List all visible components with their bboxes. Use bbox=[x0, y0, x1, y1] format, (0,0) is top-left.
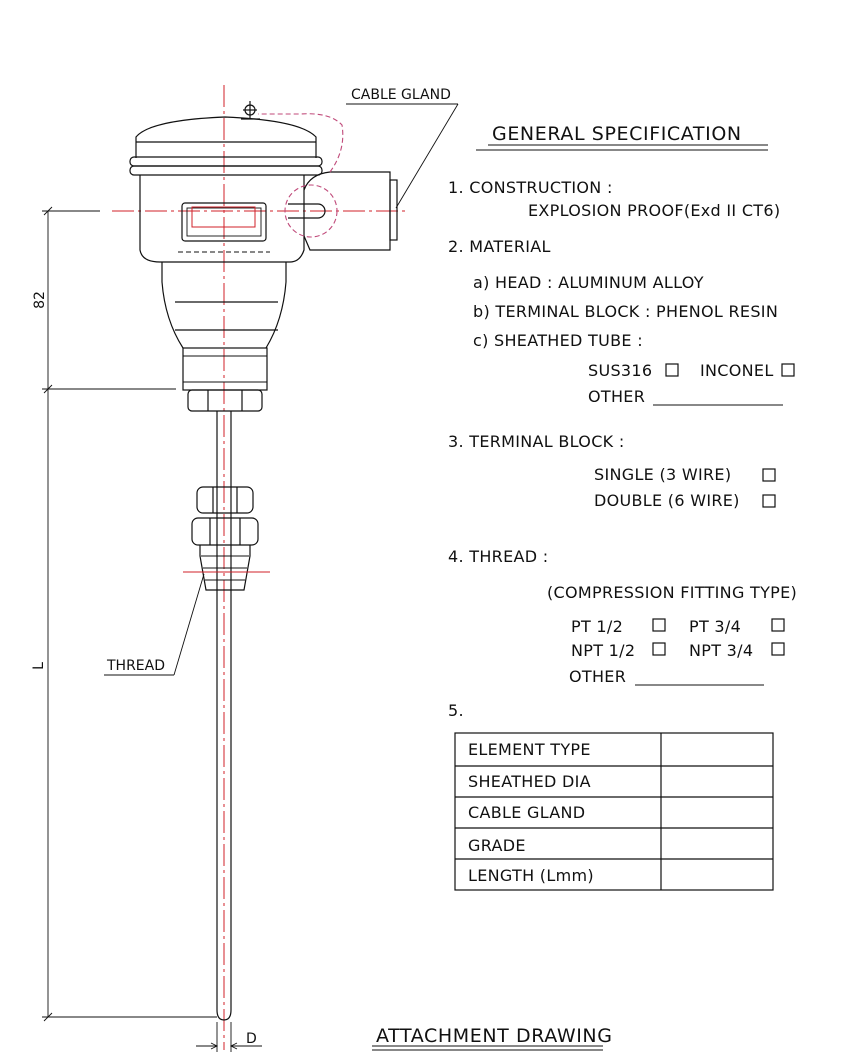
extension-nipple bbox=[182, 347, 268, 391]
option-single-label: SINGLE (3 WIRE) bbox=[594, 465, 731, 484]
spec-2c-sheathed-tube: c) SHEATHED TUBE : bbox=[473, 331, 643, 350]
option-npt12-checkbox[interactable] bbox=[652, 642, 666, 656]
cable-gland-label: CABLE GLAND bbox=[351, 87, 451, 103]
dimension-82 bbox=[42, 206, 176, 394]
head-neck bbox=[161, 262, 287, 349]
thread-other-label: OTHER bbox=[569, 667, 626, 686]
table-value-length[interactable] bbox=[662, 860, 772, 889]
thermocouple-assembly-drawing: 82 L D CABLE GLAND THREAD bbox=[31, 85, 459, 1052]
spec-2a-head: a) HEAD : ALUMINUM ALLOY bbox=[473, 273, 704, 292]
option-sus316-label: SUS316 bbox=[588, 361, 652, 380]
table-row-cable-gland: CABLE GLAND bbox=[468, 803, 585, 822]
spec-4-thread: 4. THREAD : bbox=[448, 547, 548, 566]
ground-terminal-symbol bbox=[241, 101, 260, 120]
table-value-cable-gland[interactable] bbox=[662, 798, 772, 827]
spec-2-material: 2. MATERIAL bbox=[448, 237, 551, 256]
compression-fitting bbox=[183, 486, 270, 591]
spec-1-construction: 1. CONSTRUCTION : bbox=[448, 178, 613, 197]
option-pt12-checkbox[interactable] bbox=[652, 618, 666, 632]
spec-5: 5. bbox=[448, 701, 464, 720]
cover-ring-upper bbox=[129, 156, 323, 167]
table-value-grade[interactable] bbox=[662, 829, 772, 858]
internal-wire bbox=[258, 113, 344, 173]
option-single-checkbox[interactable] bbox=[762, 468, 776, 482]
spec-3-terminal-block: 3. TERMINAL BLOCK : bbox=[448, 432, 625, 451]
option-pt34-checkbox[interactable] bbox=[771, 618, 785, 632]
spec-1-value: EXPLOSION PROOF(Exd II CT6) bbox=[528, 201, 780, 220]
option-npt34-label: NPT 3/4 bbox=[689, 641, 753, 660]
attachment-drawing-title-block: ATTACHMENT DRAWING bbox=[372, 1025, 613, 1051]
option-npt12-label: NPT 1/2 bbox=[571, 641, 635, 660]
table-value-sheathed-dia[interactable] bbox=[662, 767, 772, 796]
head-body bbox=[139, 175, 305, 263]
option-npt34-checkbox[interactable] bbox=[771, 642, 785, 656]
table-row-length: LENGTH (Lmm) bbox=[468, 866, 594, 885]
spec-title: GENERAL SPECIFICATION bbox=[492, 123, 742, 145]
dimension-L-label: L bbox=[31, 662, 47, 670]
option-inconel-checkbox[interactable] bbox=[781, 363, 795, 377]
cover-ring-lower bbox=[129, 165, 323, 176]
spec-4-fitting-type: (COMPRESSION FITTING TYPE) bbox=[547, 583, 797, 602]
dimension-L bbox=[42, 389, 217, 1022]
attachment-drawing-title: ATTACHMENT DRAWING bbox=[376, 1025, 613, 1047]
option-inconel-label: INCONEL bbox=[700, 361, 774, 380]
table-value-element-type[interactable] bbox=[662, 734, 772, 765]
option-pt34-label: PT 3/4 bbox=[689, 617, 741, 636]
hex-nut-upper bbox=[187, 389, 263, 412]
dimension-82-label: 82 bbox=[32, 291, 48, 309]
dimension-D bbox=[196, 1022, 262, 1052]
head-cover bbox=[135, 116, 317, 158]
sheath-tube bbox=[216, 411, 232, 1021]
table-row-element-type: ELEMENT TYPE bbox=[468, 740, 591, 759]
thread-label: THREAD bbox=[106, 658, 165, 674]
option-double-label: DOUBLE (6 WIRE) bbox=[594, 491, 740, 510]
table-row-grade: GRADE bbox=[468, 836, 526, 855]
spec-table: ELEMENT TYPE SHEATHED DIA CABLE GLAND GR… bbox=[454, 732, 774, 891]
inspection-window bbox=[181, 202, 267, 242]
table-row-sheathed-dia: SHEATHED DIA bbox=[468, 772, 591, 791]
spec-2b-terminal-block: b) TERMINAL BLOCK : PHENOL RESIN bbox=[473, 302, 778, 321]
option-double-checkbox[interactable] bbox=[762, 494, 776, 508]
dimension-D-label: D bbox=[246, 1031, 257, 1047]
option-pt12-label: PT 1/2 bbox=[571, 617, 623, 636]
option-sus316-checkbox[interactable] bbox=[665, 363, 679, 377]
tube-other-label: OTHER bbox=[588, 387, 645, 406]
general-specification: GENERAL SPECIFICATION 1. CONSTRUCTION : … bbox=[448, 123, 797, 720]
